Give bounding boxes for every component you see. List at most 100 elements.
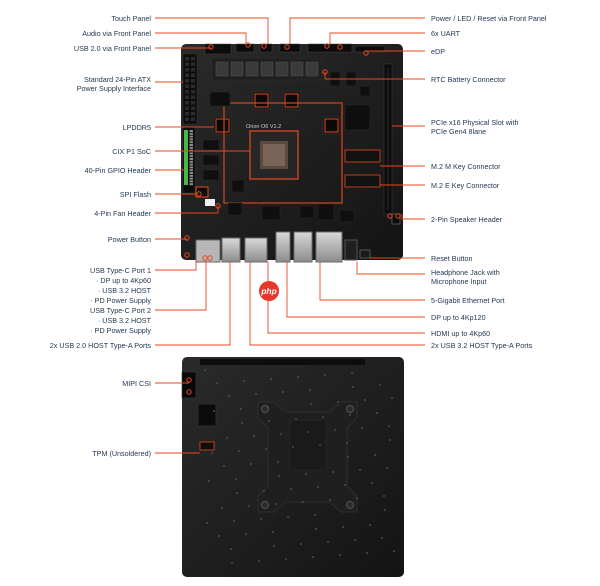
smd-part (361, 427, 363, 429)
chip (339, 209, 355, 223)
top-board: Orion O6 V1.2 (181, 42, 403, 263)
smd-part (332, 471, 334, 473)
smd-part (206, 522, 208, 524)
label-atx-power-line2: Power Supply Interface (76, 84, 151, 93)
gpio-pin (189, 174, 193, 177)
label-hdmi: HDMI up to 4Kp60 (431, 329, 491, 338)
leader-line (289, 17, 425, 44)
label-usbc-port2-usb: · USB 3.2 HOST (97, 316, 151, 325)
smd-part (253, 435, 255, 437)
inductor (290, 61, 304, 77)
label-atx-power-line1: Standard 24-Pin ATX (84, 75, 151, 84)
smd-part (228, 395, 230, 397)
atx-pin (191, 106, 195, 110)
inductor (230, 61, 244, 77)
label-usbc-port1-dp: · DP up to 4Kp60 (95, 276, 151, 285)
smd-part (327, 541, 329, 543)
smd-part (317, 486, 319, 488)
smd-part (216, 382, 218, 384)
gpio-pin (189, 177, 193, 180)
callout-marker (395, 213, 401, 219)
smd-part (379, 384, 381, 386)
smd-part (275, 503, 277, 505)
smd-part (263, 490, 265, 492)
php-watermark-text: php (260, 286, 277, 296)
smd-part (280, 433, 282, 435)
gpio-pin (189, 141, 193, 144)
pcie-slot (383, 63, 393, 215)
atx-pin (185, 90, 189, 94)
atx-pin (185, 106, 189, 110)
inductor (215, 61, 229, 77)
smd-part (309, 389, 311, 391)
smd-part (389, 439, 391, 441)
smd-part (351, 372, 353, 374)
gpio-pin (189, 146, 193, 149)
label-front-panel-power: Power / LED / Reset via Front Panel (431, 14, 547, 23)
smd-part (221, 507, 223, 509)
smd-part (349, 414, 351, 416)
atx-pin (185, 62, 189, 66)
atx-pin (191, 90, 195, 94)
atx-pin (191, 79, 195, 83)
label-usb32-typea: 2x USB 3.2 HOST Type-A Ports (431, 341, 533, 350)
smd-part (312, 556, 314, 558)
smd-part (240, 408, 242, 410)
smd-part (386, 467, 388, 469)
atx-pin (191, 101, 195, 105)
smd-part (218, 535, 220, 537)
smd-part (329, 499, 331, 501)
gpio-pin (189, 169, 193, 172)
gpio-pin (189, 135, 193, 138)
atx-pin (185, 57, 189, 61)
leader-lines (155, 17, 425, 454)
gpio-pin (189, 132, 193, 135)
smd-part (238, 450, 240, 452)
smd-part (248, 505, 250, 507)
smd-part (260, 518, 262, 520)
leader-line (249, 262, 425, 346)
leader-line (324, 72, 425, 80)
smd-part (324, 374, 326, 376)
smd-part (211, 452, 213, 454)
leader-line (286, 262, 425, 318)
callout-marker (184, 235, 190, 241)
smd-part (230, 548, 232, 550)
smd-part (352, 386, 354, 388)
gpio-pin (189, 152, 193, 155)
smd-part (314, 514, 316, 516)
atx-pin (185, 73, 189, 77)
label-mipi-csi: MIPI CSI (122, 379, 151, 388)
smd-part (235, 478, 237, 480)
label-audio-front-panel: Audio via Front Panel (82, 29, 151, 38)
leader-line (155, 260, 207, 311)
smd-part (384, 509, 386, 511)
label-uart: 6x UART (431, 29, 461, 38)
label-headphone-jack-line2: Microphone Input (431, 277, 487, 286)
smd-part (268, 420, 270, 422)
atx-pin (185, 68, 189, 72)
label-headphone-jack: Headphone Jack with Microphone Input (431, 268, 500, 286)
leader-line (267, 262, 425, 334)
smd-part (245, 533, 247, 535)
label-pcie-slot: PCIe x16 Physical Slot with PCIe Gen4 8l… (431, 118, 519, 136)
bottom-board (181, 357, 404, 577)
gpio-pin (189, 166, 193, 169)
inductor (305, 61, 319, 77)
smd-part (208, 480, 210, 482)
leader-line (319, 262, 425, 301)
atx-pin (185, 112, 189, 116)
callout-marker (324, 43, 330, 49)
leader-line (155, 262, 231, 346)
smd-part (231, 562, 233, 564)
gpio-pin (189, 172, 193, 174)
smd-part (319, 444, 321, 446)
smd-part (213, 410, 215, 412)
smd-part (236, 492, 238, 494)
label-touch-panel: Touch Panel (111, 14, 151, 23)
smd-part (270, 378, 272, 380)
smd-part (300, 543, 302, 545)
smd-part (359, 469, 361, 471)
atx-pin (185, 117, 189, 121)
